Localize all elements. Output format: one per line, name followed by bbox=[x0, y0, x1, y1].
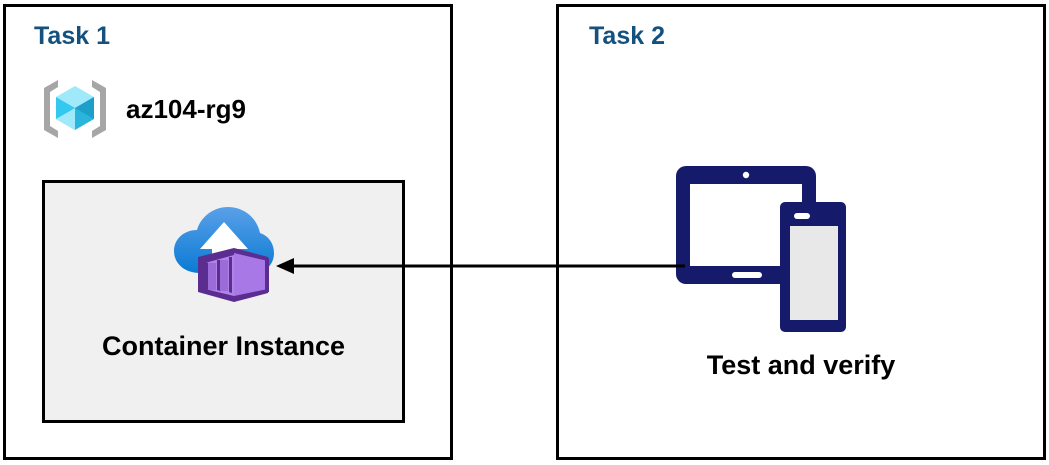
resource-group-icon bbox=[36, 70, 114, 148]
devices-group bbox=[672, 162, 872, 337]
panel-title-task2: Task 2 bbox=[589, 22, 665, 50]
task-panel-task1: Task 1 az104- bbox=[3, 4, 453, 460]
test-and-verify-label: Test and verify bbox=[706, 350, 896, 380]
panel-title-task1: Task 1 bbox=[34, 22, 110, 50]
container-instance-icon bbox=[172, 183, 276, 303]
resource-group-label: az104-rg9 bbox=[126, 93, 246, 124]
resource-group-row: az104-rg9 bbox=[36, 70, 246, 148]
devices-tablet-phone-icon bbox=[672, 162, 872, 337]
container-instance-label: Container Instance bbox=[101, 331, 346, 361]
container-instance-box: Container Instance bbox=[42, 180, 405, 423]
